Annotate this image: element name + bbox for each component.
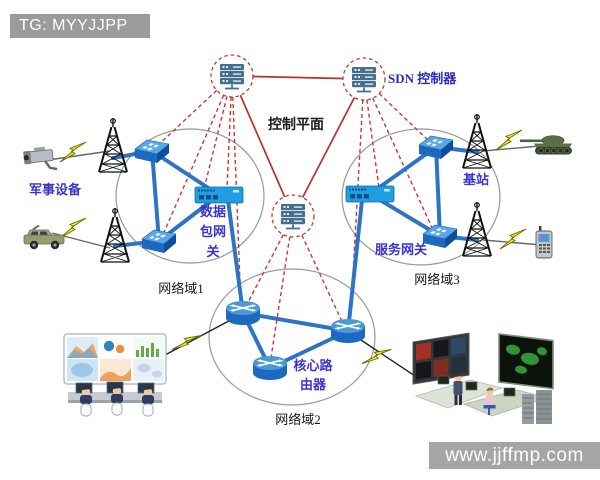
packet-gateway-label-line1: 数据 [199,204,226,219]
lightning-bolt-icon [499,228,527,250]
tank-icon [520,135,572,155]
site-watermark: www.jjffmp.com [429,442,600,469]
domain3-label: 网络域3 [414,272,460,287]
sdn-controller-node [271,194,315,238]
sdn-controller-node [342,57,386,101]
surveillance-camera-icon [23,146,58,171]
military-equipment-label: 军事设备 [28,182,81,197]
gateway-device-icon [345,185,395,203]
control-plane-label: 控制平面 [268,118,324,133]
domain-ellipses [115,128,501,406]
radio-tower-icon [100,207,130,263]
core-router-label-line2: 由器 [299,377,326,392]
control-room-illustration [63,333,167,417]
military-vehicle-icon [23,225,65,250]
core-router-label-line1: 核心路 [293,358,333,373]
lightning-bolt-icon [171,329,202,356]
lightning-bolt-icon [59,217,87,239]
core-router-label: 核心路 由器 [286,356,340,394]
watermark-tag-banner: TG: MYYJJPP [10,14,150,38]
radio-tower-icon [462,201,492,257]
control-plane-triangle [231,75,365,217]
domain1-ellipse [115,128,265,264]
domain1-label: 网络域1 [158,281,204,296]
base-station-label: 基站 [462,172,489,187]
sdn-controller-label: SDN 控制器 [388,71,457,86]
packet-gateway-label-line2: 包网 [199,224,226,239]
lightning-bolt-icon [361,343,392,370]
core-router-icon [225,300,261,326]
gateway-device-icon [194,186,244,204]
sdn-controller-node [210,54,254,98]
lightning-bolt-icon [495,129,523,151]
handheld-radio-icon [535,226,553,259]
core-router-icon [252,355,288,381]
domain3-ellipse [341,128,501,266]
lightning-bolt-icon [59,141,87,163]
domain2-label: 网络域2 [275,412,321,427]
radio-tower-icon [462,113,492,169]
core-router-icon [330,318,366,344]
service-gateway-label: 服务网关 [374,242,427,257]
packet-gateway-label-line3: 关 [206,244,220,259]
packet-gateway-label: 数据 包网 关 [190,202,236,262]
command-center-illustration [412,332,554,424]
domain2-ellipse [208,268,376,406]
lightning-bolts [59,129,527,370]
radio-tower-icon [98,117,128,173]
network-switch-icon [141,229,177,254]
